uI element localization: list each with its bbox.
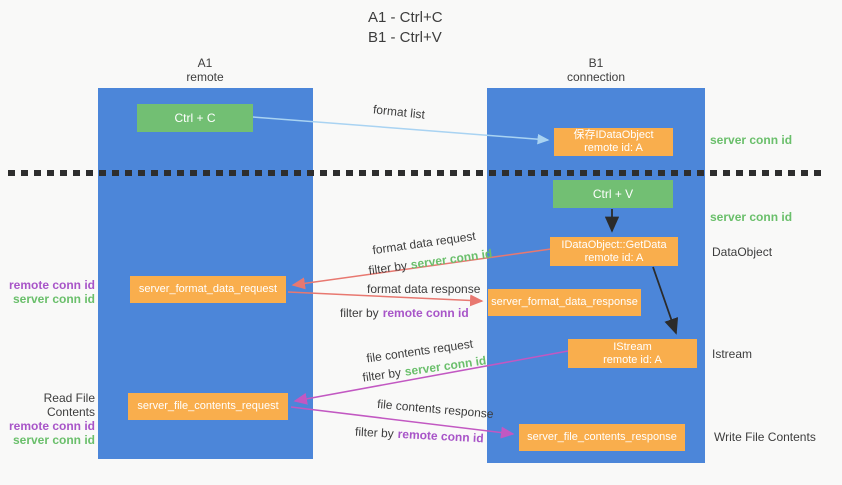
node-server-file-contents-request: server_file_contents_request [128,393,288,420]
node-idataobject-getdata: IDataObject::GetData remote id: A [550,237,678,266]
lane-a1-name: A1 [197,56,213,70]
left-label-remote-conn-id-1: remote conn id [8,278,95,292]
side-label-server-conn-id-top: server conn id [710,133,793,147]
node-server-format-data-response: server_format_data_response [488,289,641,316]
side-label-dataobject: DataObject [712,245,773,259]
filter-remote-conn-id-value: remote conn id [382,306,469,320]
lane-a1-header: A1 remote [150,56,260,84]
lane-a1-role: remote [186,70,224,84]
node-save-idataobject-remote-id: remote id: A [584,142,643,154]
edge-label-file-contents-response: file contents response [376,396,495,422]
side-label-istream: Istream [712,347,753,361]
dashed-divider-line [8,170,826,176]
node-istream-remote-id: remote id: A [603,353,662,366]
title-line-b1: B1 - Ctrl+V [368,29,442,46]
node-save-idataobject: 保存IDataObject remote id: A [554,128,673,156]
lane-b1-role: connection [566,70,626,84]
node-file-request-label: server_file_contents_request [137,400,279,412]
node-save-idataobject-title: 保存IDataObject [573,129,654,141]
filter-by-text: filter by [354,424,395,441]
left-label-server-conn-id-1: server conn id [12,292,95,306]
lane-b1-header: B1 connection [541,56,651,84]
node-format-request-label: server_format_data_request [138,283,278,295]
node-format-response-label: server_format_data_response [491,296,638,308]
node-istream: IStream remote id: A [568,339,697,368]
node-getdata-title: IDataObject::GetData [561,238,667,251]
left-label-server-conn-id-2: server conn id [12,433,95,447]
left-labels-file: Read File Contents remote conn id server… [0,391,95,447]
node-ctrl-c-label: Ctrl + C [174,110,216,125]
filter-by-text: filter by [340,306,379,320]
diagram-title: A1 - Ctrl+C B1 - Ctrl+V [368,8,443,48]
node-ctrl-c: Ctrl + C [137,104,253,132]
node-getdata-remote-id: remote id: A [584,251,644,264]
filter-by-text: filter by [361,365,402,385]
left-labels-format: remote conn id server conn id [0,278,95,306]
filter-remote-conn-id-value: remote conn id [397,426,484,446]
filter-by-text: filter by [367,258,408,278]
node-file-response-label: server_file_contents_response [527,431,677,443]
left-label-remote-conn-id-2: remote conn id [8,419,95,433]
edge-label-format-list: format list [372,102,426,122]
side-label-server-conn-id-mid: server conn id [710,210,793,224]
node-server-file-contents-response: server_file_contents_response [519,424,685,451]
node-ctrl-v-label: Ctrl + V [592,186,634,201]
left-label-read-file-contents: Read File Contents [43,391,95,419]
node-server-format-data-request: server_format_data_request [130,276,286,303]
side-label-write-file-contents: Write File Contents [714,430,816,444]
lane-b1-name: B1 [588,56,604,70]
node-istream-title: IStream [613,340,652,353]
edge-label-format-data-response: format data response [367,282,481,296]
title-line-a1: A1 - Ctrl+C [368,9,443,26]
node-ctrl-v: Ctrl + V [553,180,673,208]
